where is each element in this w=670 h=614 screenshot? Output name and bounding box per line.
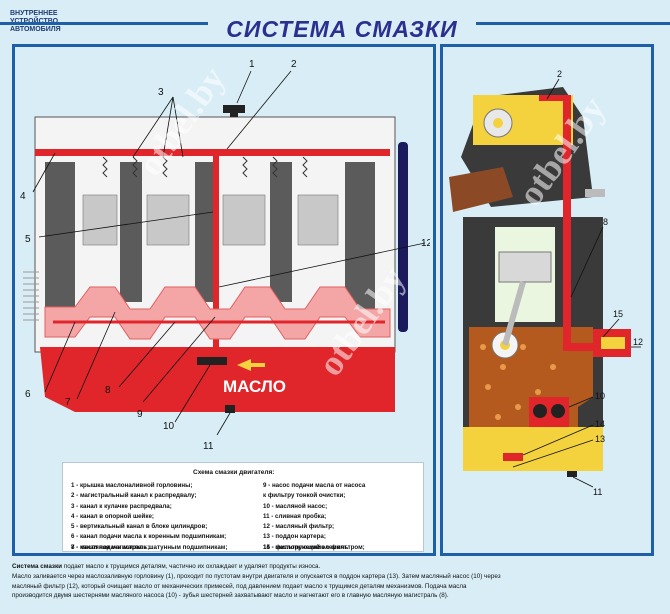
tag-line: ВНУТРЕННЕЕ — [10, 10, 58, 17]
description-line: Система смазки подает масло к трущимся д… — [12, 562, 654, 572]
oil-pan — [40, 347, 395, 412]
tag-line: АВТОМОБИЛЯ — [10, 26, 61, 33]
callout-2: 2 — [291, 59, 297, 70]
flow-arrow — [237, 359, 265, 371]
drain-plug — [567, 471, 577, 477]
callout-1: 1 — [249, 59, 255, 70]
legend-box: Схема смазки двигателя: 1 - крышка масло… — [62, 462, 424, 552]
callout-14: 14 — [595, 419, 605, 429]
callout-10: 10 — [163, 421, 175, 432]
engine-section-diagram: 2 8 15 12 10 14 13 11 — [449, 69, 643, 497]
callout-11: 11 — [203, 441, 214, 452]
callout-8: 8 — [105, 385, 111, 396]
description-line-1: подает масло к трущимся деталям, частичн… — [62, 563, 321, 570]
tag-line: УСТРОЙСТВО — [10, 18, 59, 25]
pistons — [82, 194, 339, 246]
callout-6: 6 — [25, 389, 31, 400]
legend-item: 15 - фильтрующий элемент. — [263, 544, 349, 551]
main-oil-gallery — [35, 149, 390, 156]
engine-lubrication-diagram: МАСЛО 1 2 3 4 5 6 7 8 — [20, 59, 430, 452]
callout-15: 15 — [613, 309, 623, 319]
leader-lines — [512, 78, 641, 488]
legend-item: 11 - сливная пробка; — [263, 512, 327, 520]
callout-2: 2 — [557, 69, 562, 79]
description-text: Система смазки подает масло к трущимся д… — [12, 562, 654, 608]
oil-pump — [197, 357, 227, 365]
page-title: СИСТЕМА СМАЗКИ — [208, 16, 476, 42]
cooling-fins — [23, 271, 39, 321]
callout-12: 12 — [633, 337, 643, 347]
callout-12: 12 — [421, 238, 430, 249]
callout-13: 13 — [595, 434, 605, 444]
leader-lines — [32, 70, 426, 436]
legend-item: 5 - вертикальный канал в блоке цилиндров… — [71, 523, 208, 531]
valve-springs — [102, 156, 308, 178]
legend-item: 4 - канал в опорной шейке; — [71, 512, 154, 520]
callout-3: 3 — [158, 87, 164, 98]
intake-port — [449, 167, 513, 212]
legend-item: 1 - крышка маслоналивной горловины; — [71, 482, 193, 489]
legend-item: к фильтру тонкой очистки; — [263, 492, 346, 500]
section-tag: ВНУТРЕННЕЕ УСТРОЙСТВО АВТОМОБИЛЯ — [10, 10, 61, 34]
description-line-4: производится двумя шестернями масляного … — [12, 592, 449, 600]
legend-item: 10 - масляной насос; — [263, 502, 328, 510]
legend-item: 2 - магистральный канал к распредвалу; — [71, 492, 197, 500]
legend-heading: Схема смазки двигателя: — [193, 469, 275, 476]
main-oil-line — [563, 97, 571, 347]
drain-plug — [225, 405, 235, 413]
vertical-channel — [213, 155, 219, 363]
callout-7: 7 — [65, 397, 71, 408]
legend-item: 8 - масляная магистраль; — [71, 544, 150, 551]
description-line-2: Масло заливается через маслозаливную гор… — [12, 572, 501, 580]
description-lead: Система смазки — [12, 563, 63, 570]
oil-label: МАСЛО — [223, 377, 286, 396]
crankshaft — [44, 286, 391, 340]
legend-item: 3 - канал к кулачке распредвала; — [71, 502, 172, 510]
legend-item: 9 - насос подачи масла от насоса — [263, 482, 366, 489]
oil-pan — [463, 427, 603, 471]
piston — [498, 251, 552, 283]
callout-8: 8 — [603, 217, 608, 227]
callout-10: 10 — [595, 391, 605, 401]
pickup — [503, 453, 523, 461]
legend-item: 12 - масляный фильтр; — [263, 523, 335, 531]
legend-item: 13 - поддон картера; — [263, 533, 326, 541]
connecting-rod — [502, 281, 526, 346]
timing-belt — [398, 142, 408, 332]
legend-item: 7 - канал подачи масла к шатунным подшип… — [71, 543, 228, 551]
engine-cylinders — [45, 162, 375, 317]
callout-11: 11 — [593, 487, 602, 497]
legend-column-left: 1 - крышка маслоналивной горловины; 2 - … — [71, 481, 227, 553]
callout-5: 5 — [25, 234, 31, 245]
callout-4: 4 — [20, 191, 26, 202]
legend-item: 14 - маслоприемник с фильтром; — [263, 543, 365, 551]
filler-cap — [223, 105, 245, 113]
callout-9: 9 — [137, 409, 143, 420]
legend-item: 6 - канал подачи масла к коренным подшип… — [71, 533, 227, 541]
description-line-3: масляный фильтр (12), который очищает ма… — [12, 582, 467, 590]
legend-column-right: 9 - насос подачи масла от насоса к фильт… — [263, 481, 365, 553]
spark-plug — [585, 189, 605, 197]
